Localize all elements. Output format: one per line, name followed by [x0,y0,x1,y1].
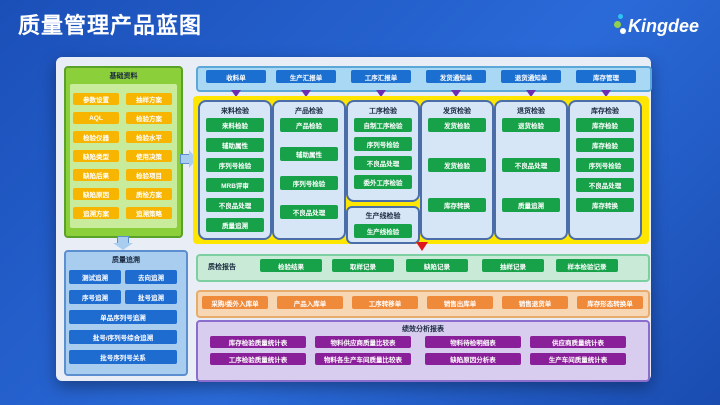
quality-report-title: 质检报告 [208,264,236,271]
trace-item[interactable]: 测试追溯 [69,270,121,284]
source-document-button[interactable]: 库存管理 [576,70,636,83]
inspection-column-title: 工序检验 [369,108,397,115]
analysis-report-button[interactable]: 缺陷原因分析表 [425,353,521,365]
analysis-report-button[interactable]: 库存检验质量统计表 [210,336,306,348]
inspection-column-title: 库存检验 [591,108,619,115]
analysis-report-button[interactable]: 生产车间质量统计表 [530,353,626,365]
basic-data-item[interactable]: 抽样方案 [126,93,172,105]
trace-item[interactable]: 去向追溯 [125,270,177,284]
line-inspection-title: 生产线检验 [365,213,401,220]
inspection-item-button[interactable]: 序列号检验 [280,176,338,190]
red-arrow-icon [416,242,428,251]
inspection-item-button[interactable]: 不良品处理 [502,158,560,172]
inspection-column-title: 发货检验 [443,108,471,115]
source-document-button[interactable]: 生产汇报单 [276,70,336,83]
arrow-down-head-icon [113,243,133,250]
quality-trace-title: 质量追溯 [112,257,140,264]
basic-data-item[interactable]: 检验项目 [126,169,172,181]
inspection-item-button[interactable]: 质量追溯 [502,198,560,212]
basic-data-item[interactable]: 检验仪器 [73,131,119,143]
basic-data-item[interactable]: 追溯方案 [73,207,119,219]
source-documents-bar [196,66,652,92]
inspection-item-button[interactable]: 辅助属性 [206,138,264,152]
inspection-item-button[interactable]: 序列号检验 [354,137,412,151]
analysis-report-button[interactable]: 工序检验质量统计表 [210,353,306,365]
inspection-item-button[interactable]: 发货检验 [428,158,486,172]
arrow-down-icon [301,90,311,97]
basic-data-item[interactable]: 使用决策 [126,150,172,162]
inspection-item-button[interactable]: 库存检验 [576,138,634,152]
trace-wide-item[interactable]: 单品序列号追溯 [69,310,177,324]
inventory-action-button[interactable]: 工序转移单 [352,296,418,309]
report-item-button[interactable]: 检验结果 [260,259,322,272]
inspection-column-title: 产品检验 [295,108,323,115]
inspection-item-button[interactable]: 产品检验 [280,118,338,132]
report-item-button[interactable]: 缺陷记录 [406,259,468,272]
arrow-down-icon [601,90,611,97]
analysis-report-button[interactable]: 物料供应商质量比较表 [315,336,411,348]
analysis-report-button[interactable]: 供应商质量统计表 [530,336,626,348]
arrow-down-icon [451,90,461,97]
arrow-down-icon [376,90,386,97]
trace-item[interactable]: 批号追溯 [125,290,177,304]
report-item-button[interactable]: 抽样记录 [482,259,544,272]
source-document-button[interactable]: 发货通知单 [426,70,486,83]
page-title: 质量管理产品蓝图 [18,13,203,38]
report-item-button[interactable]: 取样记录 [332,259,394,272]
line-inspection-button[interactable]: 生产线检验 [354,224,412,238]
inventory-action-button[interactable]: 库存形态转换单 [577,296,643,309]
inspection-item-button[interactable]: 序列号检验 [206,158,264,172]
inventory-action-button[interactable]: 销售出库单 [427,296,493,309]
trace-wide-item[interactable]: 批号/序列号综合追溯 [69,330,177,344]
inventory-action-button[interactable]: 销售退货单 [502,296,568,309]
basic-data-item[interactable]: 缺陷类型 [73,150,119,162]
inspection-item-button[interactable]: 质量追溯 [206,218,264,232]
basic-data-item[interactable]: 检验方案 [126,112,172,124]
source-document-button[interactable]: 收料单 [206,70,266,83]
inventory-actions-lane [196,290,650,318]
inspection-item-button[interactable]: MRB评审 [206,178,264,192]
inspection-column-title: 退货检验 [517,108,545,115]
basic-data-item[interactable]: 检验水平 [126,131,172,143]
basic-data-item[interactable]: AQL [73,112,119,124]
arrow-down-icon [231,90,241,97]
trace-item[interactable]: 序号追溯 [69,290,121,304]
basic-data-item[interactable]: 参数设置 [73,93,119,105]
kingdee-logo-icon [614,14,630,38]
basic-data-item[interactable]: 缺陷后果 [73,169,119,181]
basic-data-item[interactable]: 缺陷原因 [73,188,119,200]
source-document-button[interactable]: 工序汇报单 [351,70,411,83]
inspection-item-button[interactable]: 发货检验 [428,118,486,132]
inspection-item-button[interactable]: 委外工序检验 [354,175,412,189]
basic-data-item[interactable]: 追溯策略 [126,207,172,219]
inspection-item-button[interactable]: 不良品处理 [354,156,412,170]
inspection-item-button[interactable]: 库存转换 [428,198,486,212]
source-document-button[interactable]: 退货通知单 [501,70,561,83]
arrow-down-icon [526,90,536,97]
basic-data-title: 基础资料 [109,73,138,80]
analysis-report-button[interactable]: 物料各生产车间质量比较表 [315,353,411,365]
inventory-action-button[interactable]: 产品入库单 [277,296,343,309]
analysis-report-button[interactable]: 物料待检明细表 [425,336,521,348]
inspection-item-button[interactable]: 不良品处理 [576,178,634,192]
report-item-button[interactable]: 样本检验记录 [556,259,618,272]
inspection-item-button[interactable]: 库存转换 [576,198,634,212]
inspection-item-button[interactable]: 辅助属性 [280,147,338,161]
analysis-title: 绩效分析报表 [402,326,444,333]
inspection-item-button[interactable]: 来料检验 [206,118,264,132]
inventory-action-button[interactable]: 采购/委外入库单 [202,296,268,309]
inspection-item-button[interactable]: 不良品处理 [206,198,264,212]
basic-data-item[interactable]: 质检方案 [126,188,172,200]
trace-wide-item[interactable]: 批号序列号关系 [69,350,177,364]
inspection-item-button[interactable]: 不良品处理 [280,205,338,219]
inspection-item-button[interactable]: 自制工序检验 [354,118,412,132]
inspection-item-button[interactable]: 退货检验 [502,118,560,132]
performance-analysis-lane [196,320,650,382]
inspection-item-button[interactable]: 库存检验 [576,118,634,132]
inspection-item-button[interactable]: 序列号检验 [576,158,634,172]
inspection-column-title: 来料检验 [221,108,249,115]
kingdee-logo-text: Kingdee [628,16,700,36]
